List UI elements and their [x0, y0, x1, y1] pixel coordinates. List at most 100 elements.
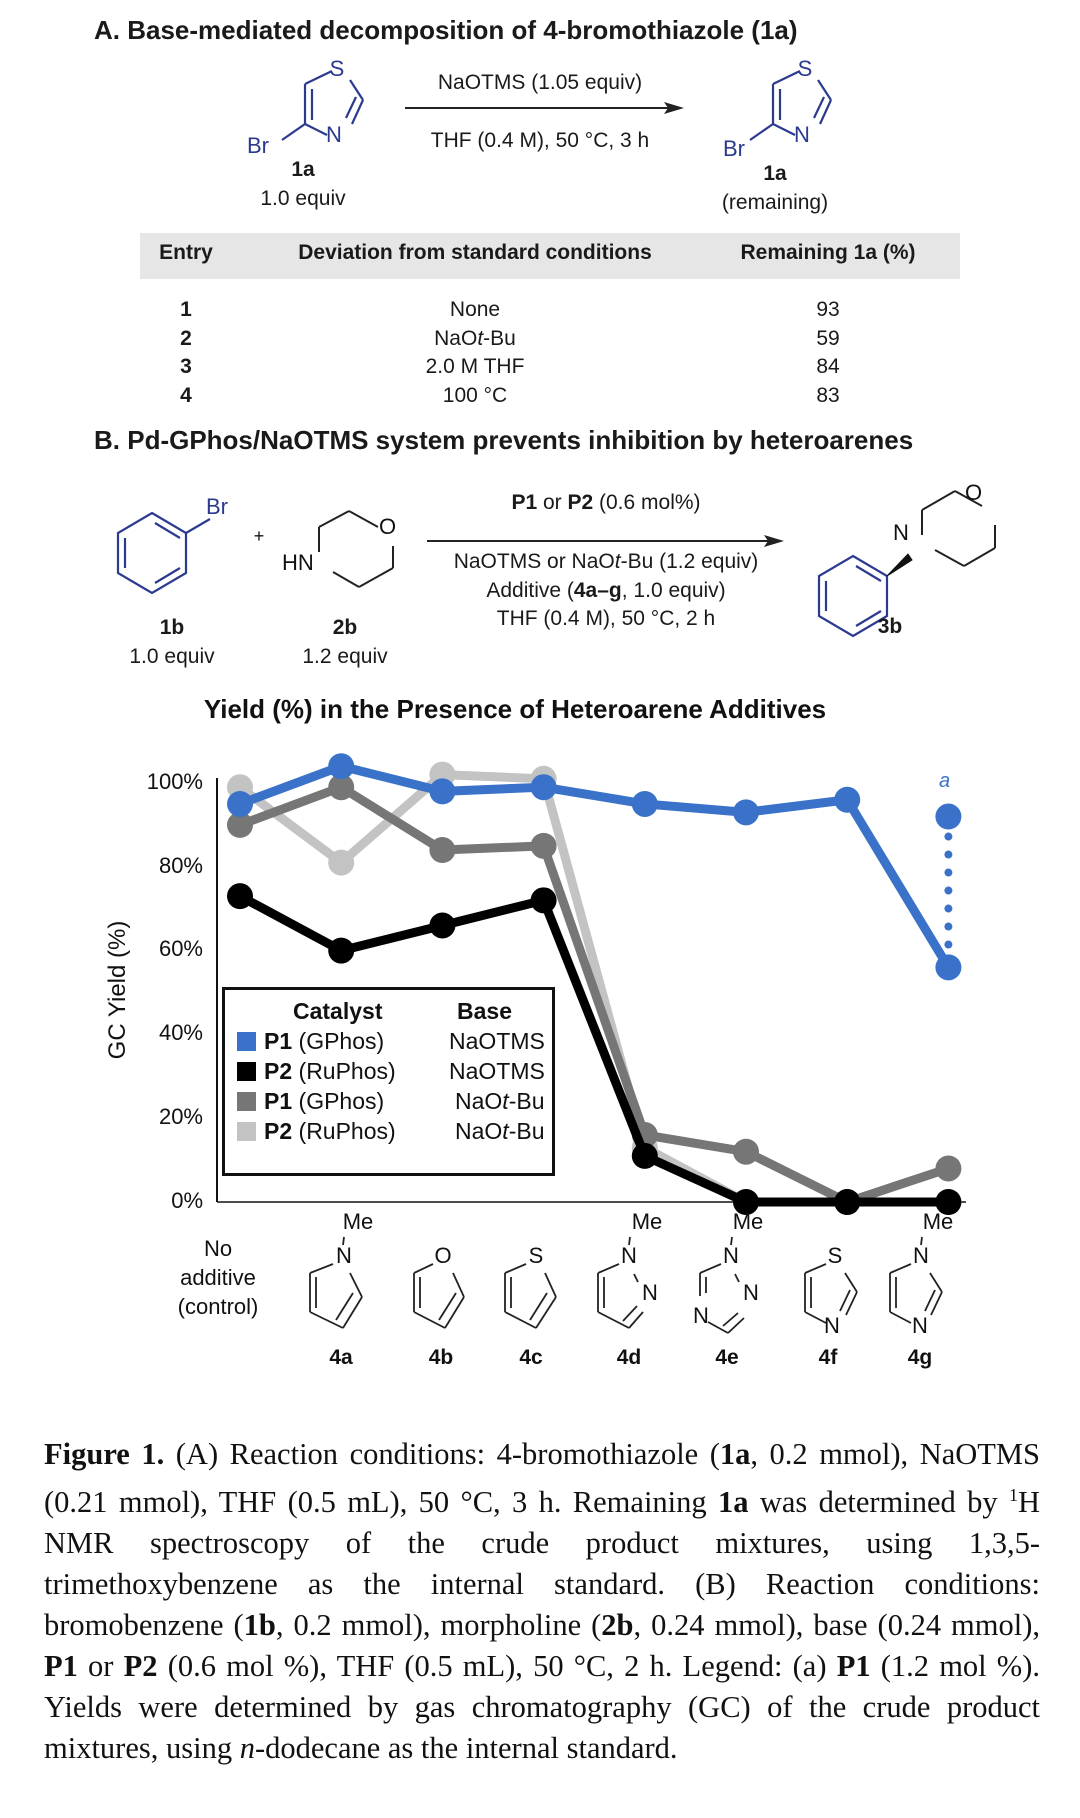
data-point [429, 837, 456, 864]
annotation-dot [944, 904, 953, 913]
catalyst-p2: P2 [567, 491, 594, 514]
base-text: NaOTMS or NaO [453, 550, 615, 573]
control-label-line3: (control) [177, 1294, 259, 1319]
annotation-dot [944, 832, 953, 841]
series-line [227, 883, 962, 1215]
caption-bold: 1b [243, 1608, 276, 1643]
caption-bold: 2b [601, 1608, 634, 1643]
legend-catalyst-name: (GPhos) [292, 1028, 385, 1054]
legend-catalyst: P2 [264, 1058, 293, 1084]
y-axis-label: GC Yield (%) [104, 920, 131, 1060]
additive-label-4c: 4c [519, 1346, 543, 1369]
data-point [429, 912, 456, 939]
remaining-value: 59 [816, 327, 840, 350]
data-point [935, 1189, 962, 1215]
atom-br: Br [723, 136, 745, 161]
compound-3b-label: 3b [877, 615, 903, 638]
additive-condition: Additive (4a–g, 1.0 equiv) [486, 579, 725, 603]
additive-label-4d: 4d [616, 1346, 642, 1369]
additive-structures [309, 1236, 943, 1334]
atom-br: Br [206, 494, 228, 519]
data-point [530, 887, 557, 914]
atom-br: Br [247, 133, 269, 158]
product-1a-label: 1a [763, 162, 787, 185]
data-point [227, 790, 253, 817]
legend-entry: P2 (RuPhos) NaOTMS [237, 1058, 545, 1085]
caption-text: H NMR spectroscopy of the crude product … [44, 1485, 1040, 1643]
base-italic: t [502, 1088, 509, 1114]
atom-n1-4e: N [723, 1243, 739, 1268]
control-label-line1: No [203, 1236, 233, 1261]
data-point [328, 774, 355, 801]
atom-n2-4e: N [743, 1280, 759, 1305]
product-1a-remaining: (remaining) [721, 191, 829, 214]
remaining-value: 83 [816, 384, 840, 407]
annotation-a: a [939, 770, 951, 792]
catalyst-condition: P1 or P2 (0.6 mol%) [511, 491, 700, 515]
legend-header-catalyst: Catalyst [293, 998, 383, 1024]
compound-1a-amount: 1.0 equiv [260, 187, 346, 210]
atom-s-4f: S [827, 1243, 843, 1268]
data-point [530, 774, 557, 801]
caption-superscript: 1 [1008, 1485, 1018, 1505]
data-point [733, 799, 759, 826]
legend-catalyst-name: (RuPhos) [292, 1058, 396, 1084]
atom-s: S [329, 56, 345, 81]
y-tick-80: 80% [158, 853, 203, 878]
base-italic: t [502, 1118, 509, 1144]
data-point [631, 790, 658, 817]
legend-swatch-black [237, 1062, 256, 1081]
entry-number: 2 [180, 327, 192, 350]
legend-base: NaOt-Bu [455, 1118, 544, 1145]
legend-entry: P2 (RuPhos)NaOt-Bu [237, 1118, 544, 1145]
phenylmorpholine-3b-icon [817, 490, 996, 638]
table-header-remaining: Remaining 1a (%) [740, 241, 916, 264]
caption-text: , 0.2 mmol), NaOTMS (0.21 mmol), THF (0.… [44, 1437, 1040, 1520]
morpholine-2b-icon [318, 510, 394, 588]
solvent-condition: THF (0.4 M), 50 °C, 2 h [496, 607, 716, 630]
y-tick-100: 100% [146, 769, 203, 794]
legend-base: NaOTMS [449, 1058, 545, 1084]
entry-number: 1 [180, 298, 192, 321]
plus-sign: + [253, 526, 265, 546]
base-text: -Bu [508, 1088, 545, 1114]
annotation-dot [944, 940, 953, 949]
atom-n1-4d: N [621, 1243, 637, 1268]
caption-bold: 1a [719, 1437, 751, 1471]
data-point [834, 786, 861, 813]
legend-base: NaOTMS [449, 1028, 545, 1054]
table-header [140, 233, 960, 279]
legend-base: NaOt-Bu [455, 1088, 544, 1115]
n-methylpyrrole-4a-icon [309, 1236, 363, 1329]
table-header-entry: Entry [159, 241, 213, 264]
caption-bold: 1a [717, 1485, 749, 1520]
atom-o: O [379, 514, 397, 539]
data-point [733, 1189, 759, 1215]
legend-header-base: Base [457, 998, 512, 1024]
furan-4b-icon [413, 1263, 465, 1329]
deviation-italic: t [477, 327, 484, 350]
data-point [733, 1138, 759, 1165]
series-line [227, 753, 962, 981]
n-methylimidazole-4g-icon [889, 1236, 943, 1324]
data-point [227, 883, 253, 910]
annotation-dot [944, 868, 953, 877]
methyl-label-4g: Me [922, 1209, 954, 1234]
annotation-dot [944, 886, 953, 895]
data-point [530, 832, 557, 859]
atom-n3-4g: N [912, 1313, 928, 1338]
additive-label-4e: 4e [715, 1346, 739, 1369]
caption-bold: P1 [44, 1649, 78, 1684]
data-point [631, 1142, 658, 1169]
entry-number: 3 [180, 355, 192, 378]
data-point [227, 811, 253, 838]
caption-text: , 0.24 mmol), base (0.24 mmol), [633, 1608, 1041, 1643]
atom-n1-4g: N [913, 1243, 929, 1268]
data-point [935, 954, 962, 981]
atom-hn: HN [282, 550, 314, 575]
deviation: 2.0 M THF [425, 355, 525, 378]
additive-label-4b: 4b [428, 1346, 454, 1369]
deviation: NaOt-Bu [434, 327, 516, 351]
deviation-text: -Bu [483, 327, 516, 350]
reagent-above-arrow-a: NaOTMS (1.05 equiv) [437, 71, 643, 94]
